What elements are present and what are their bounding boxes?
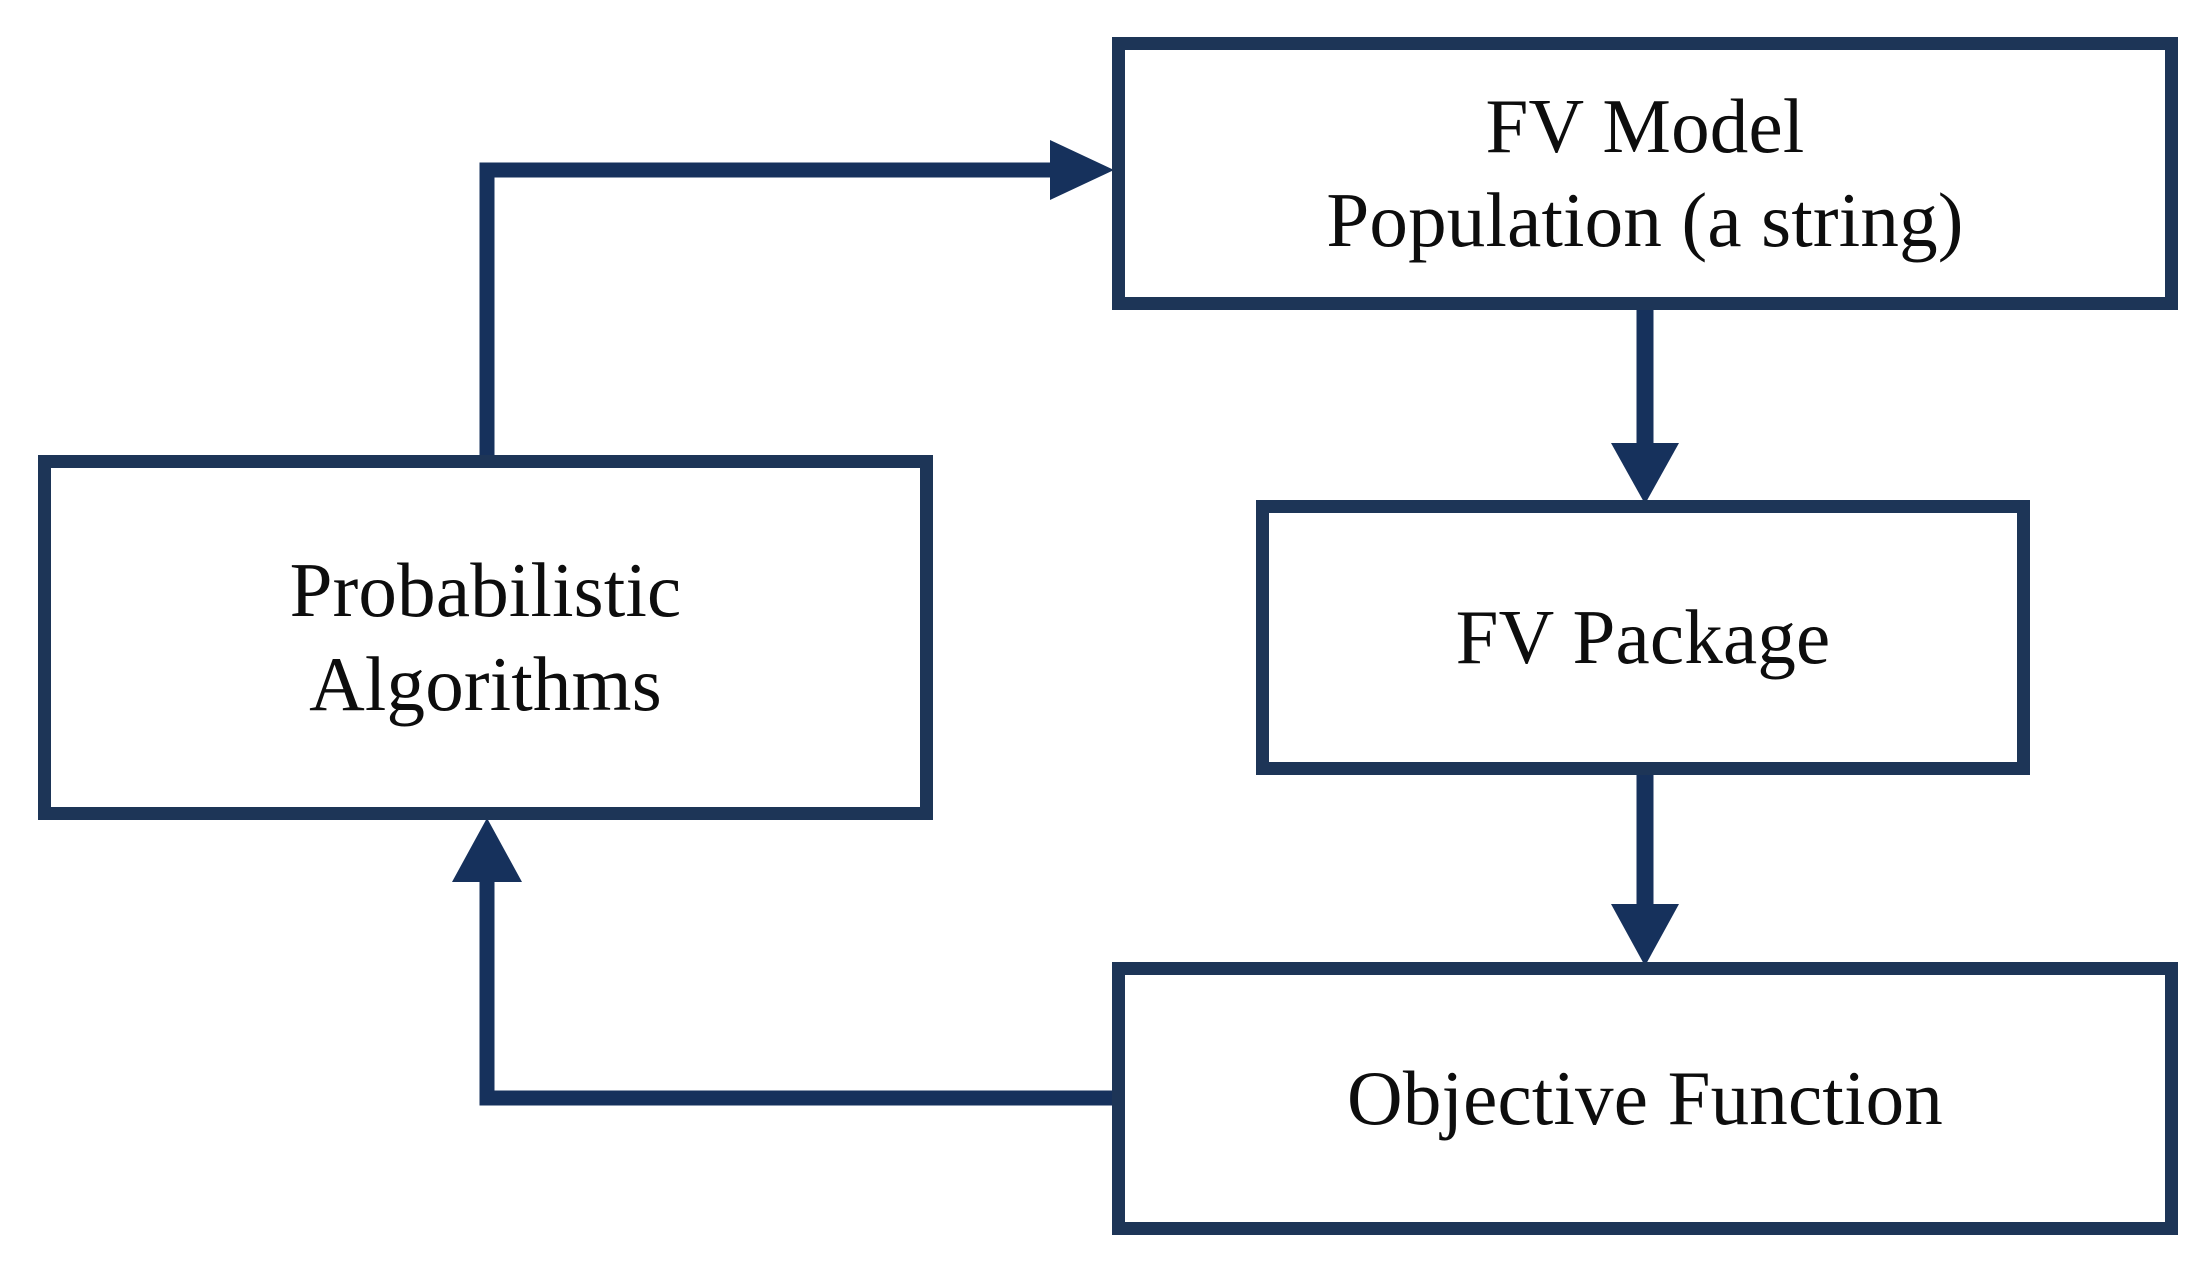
connector-objective-function-to-probabilistic-algorithms <box>452 818 1118 1106</box>
connector-line <box>479 880 1118 1106</box>
node-fv-package[interactable]: FV Package <box>1256 500 2030 775</box>
node-objective-function[interactable]: Objective Function <box>1112 962 2178 1235</box>
connector-probabilistic-algorithms-to-fv-model-population <box>479 140 1114 461</box>
node-fv-model-population[interactable]: FV Model Population (a string) <box>1112 37 2178 310</box>
node-probabilistic-algorithms-label: Probabilistic Algorithms <box>289 546 682 727</box>
node-objective-function-label: Objective Function <box>1347 1054 1943 1141</box>
connector-fv-model-population-to-fv-package <box>1611 305 1679 504</box>
connector-fv-package-to-objective-function <box>1611 770 1679 966</box>
arrowhead-right-icon <box>1050 140 1114 200</box>
arrowhead-down-icon <box>1611 443 1679 504</box>
node-fv-model-population-label: FV Model Population (a string) <box>1326 82 1964 263</box>
arrowhead-up-icon <box>452 818 522 882</box>
arrowhead-down-icon <box>1611 904 1679 966</box>
node-fv-package-label: FV Package <box>1455 593 1831 680</box>
connector-line <box>479 162 1052 461</box>
node-probabilistic-algorithms[interactable]: Probabilistic Algorithms <box>38 455 933 820</box>
